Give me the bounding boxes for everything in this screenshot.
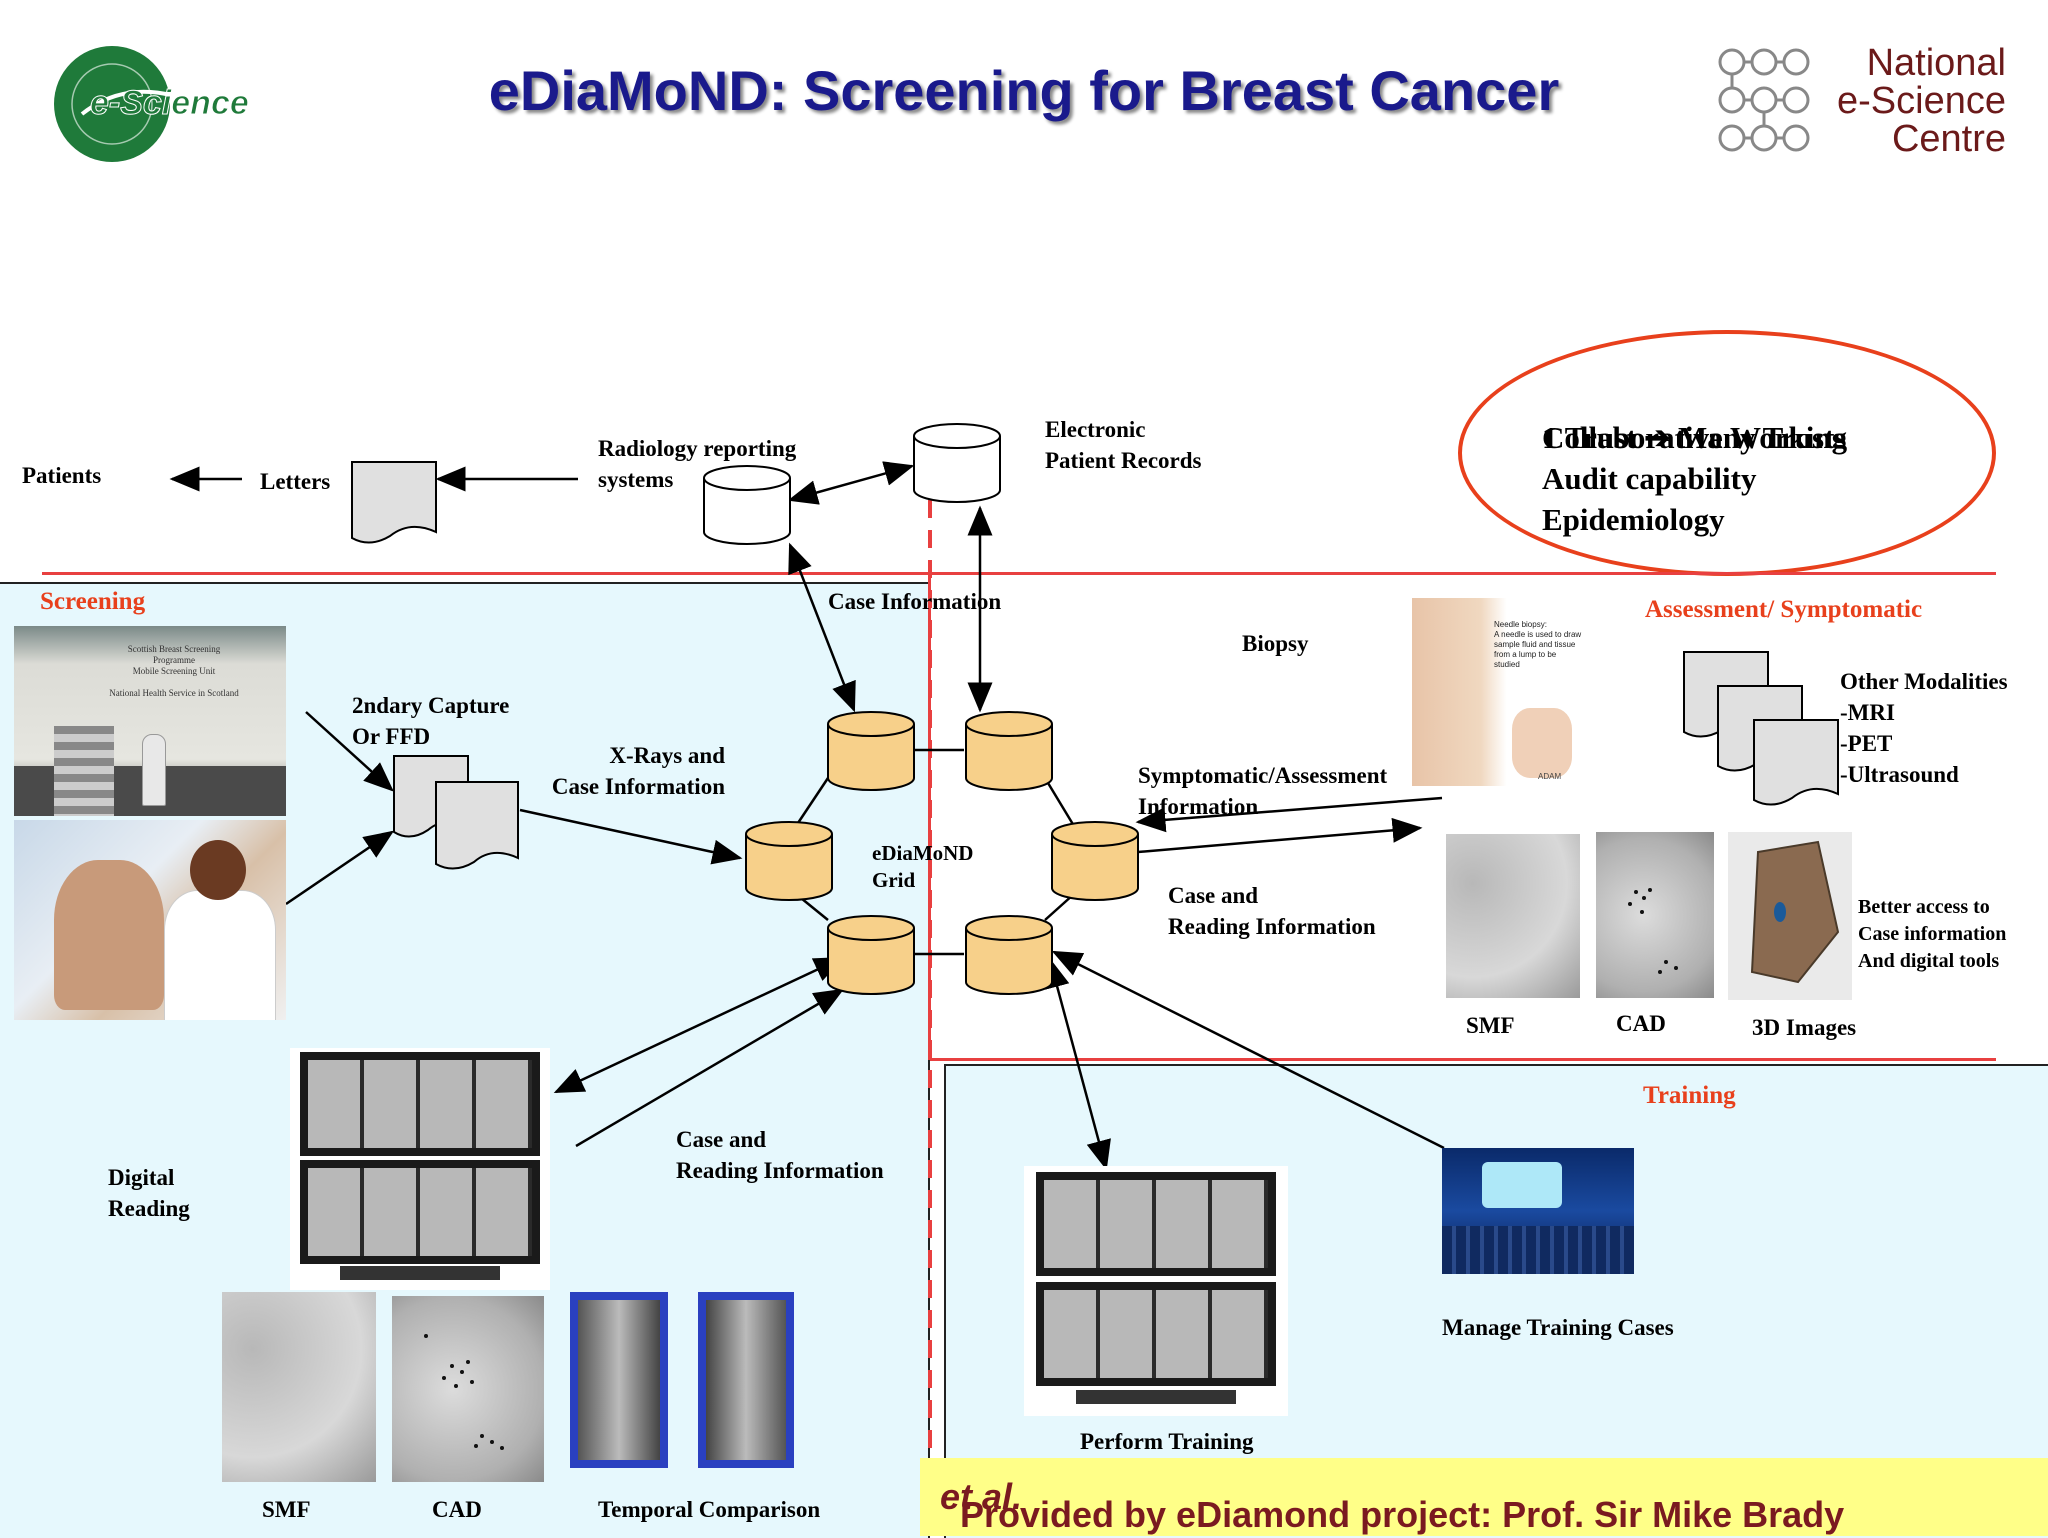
cad-marks: [424, 1334, 504, 1450]
biopsy-image: Needle biopsy: A needle is used to draw …: [1412, 598, 1584, 786]
escience-logo: e-Science: [52, 44, 272, 164]
perform-training-label: Perform Training: [1080, 1429, 1254, 1454]
credit-banner: Provided by eDiamond project: Prof. Sir …: [920, 1458, 2048, 1536]
epr-database-icon: [913, 423, 1001, 503]
assessment-smf-label: SMF: [1466, 1013, 1515, 1038]
escience-logo-text: e-Science: [90, 84, 250, 123]
van-sign-text: Scottish Breast Screening Programme Mobi…: [109, 644, 239, 698]
better-access-label: Better access to Case information And di…: [1858, 896, 2007, 972]
grid-node-bottom-right: [965, 915, 1053, 995]
xrays-label: X-Rays and Case Information: [551, 743, 725, 799]
digital-reading-label: Digital Reading: [108, 1165, 190, 1221]
patients-label: Patients: [22, 463, 102, 488]
assessment-cad-image: [1596, 832, 1714, 998]
digital-reading-workstation: [290, 1048, 550, 1290]
assessment-red-divider: [930, 1058, 1996, 1061]
screening-smf-label: SMF: [262, 1497, 311, 1522]
3d-breast-model: [1750, 840, 1840, 984]
assessment-cad-label: CAD: [1616, 1011, 1666, 1036]
grid-node-top-left: [827, 711, 915, 791]
mammography-photo: [14, 820, 286, 1020]
letter-document-icon: [351, 461, 437, 544]
temporal-comparison-label: Temporal Comparison: [598, 1497, 821, 1522]
screening-cad-label: CAD: [432, 1497, 482, 1522]
symptomatic-label: Symptomatic/Assessment Information: [1138, 763, 1388, 819]
callout-line-3: Audit capability: [1542, 461, 1757, 496]
nesc-logo-text: National e-Science Centre: [1837, 42, 2006, 160]
grid-node-right: [1051, 821, 1139, 901]
training-workstation: [1024, 1166, 1288, 1416]
grid-node-bottom-left: [827, 915, 915, 995]
nesc-logo: National e-Science Centre: [1718, 40, 2018, 165]
callout-line-4: Epidemiology: [1542, 502, 1725, 537]
capture-label: 2ndary Capture Or FFD: [352, 693, 510, 749]
biopsy-caption: Needle biopsy: A needle is used to draw …: [1494, 620, 1582, 669]
credit-text: Provided by eDiamond project: Prof. Sir …: [940, 1476, 1845, 1535]
temporal-image-1: [570, 1292, 668, 1468]
arrow-right-icon: ➔: [1644, 420, 1671, 455]
callout-line-1: 1 Trust ➔ Many Trusts: [1542, 420, 1847, 455]
screening-cad-image: [392, 1296, 544, 1482]
callout-line-2: Collaborative Working: [1542, 420, 1848, 455]
letters-label: Letters: [260, 469, 331, 494]
biopsy-label: Biopsy: [1242, 631, 1309, 656]
grid-label: eDiaMoND Grid: [872, 841, 974, 892]
screening-heading: Screening: [40, 588, 146, 615]
cad-marks-assessment: [1628, 888, 1678, 974]
3d-images-label: 3D Images: [1752, 1015, 1857, 1040]
3d-image: [1728, 832, 1852, 1000]
temporal-image-2: [698, 1292, 794, 1468]
case-information-label: Case Information: [828, 589, 1002, 614]
screening-case-reading-label: Case and Reading Information: [676, 1127, 884, 1183]
computer-keyboard-image: [1442, 1148, 1634, 1274]
page-title: eDiaMoND: Screening for Breast Cancer: [488, 59, 1560, 122]
adam-credit: ADAM: [1538, 772, 1562, 781]
grid-node-left: [745, 821, 833, 901]
radiology-label: Radiology reporting systems: [598, 436, 797, 492]
modality-document-icon-3: [1753, 719, 1839, 806]
other-modalities-label: Other Modalities -MRI -PET -Ultrasound: [1840, 669, 2008, 787]
grid-node-top-right: [965, 711, 1053, 791]
assessment-smf-image: [1446, 834, 1580, 998]
capture-document-icon-2: [435, 781, 519, 870]
radiology-database-icon: [703, 465, 791, 545]
screening-smf-image: [222, 1292, 376, 1482]
assessment-heading: Assessment/ Symptomatic: [1645, 596, 1923, 623]
manage-training-label: Manage Training Cases: [1442, 1315, 1674, 1340]
screening-van-photo: Scottish Breast Screening Programme Mobi…: [14, 626, 286, 816]
assessment-case-reading-label: Case and Reading Information: [1168, 883, 1376, 939]
training-heading: Training: [1643, 1082, 1736, 1109]
electronic-records-label: Electronic Patient Records: [1045, 417, 1202, 473]
top-red-divider: [42, 572, 1996, 575]
